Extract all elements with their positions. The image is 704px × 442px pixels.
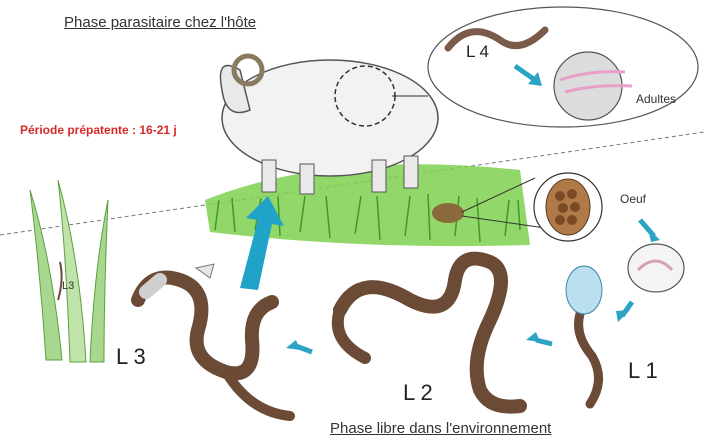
parasitic-phase-title: Phase parasitaire chez l'hôte [64, 14, 256, 31]
prepatent-period-label: Période prépatente : 16-21 j [20, 123, 177, 137]
sheep-icon [220, 56, 438, 194]
free-phase-title: Phase libre dans l'environnement [330, 420, 551, 437]
worm-icon-l1 [579, 304, 599, 404]
l1-label: L 1 [628, 358, 658, 384]
grass-icon [30, 180, 108, 362]
l3-label: L 3 [116, 344, 146, 370]
l3-grass-label: L3 [62, 280, 74, 292]
pasture-grass-icon [205, 164, 530, 246]
egg-label: Oeuf [620, 192, 646, 206]
l2-label: L 2 [403, 380, 433, 406]
arrow-icon [515, 66, 535, 80]
worm-icon-l3 [138, 278, 272, 374]
worm-icon-l4 [448, 30, 545, 48]
dung-icon [432, 203, 464, 223]
adults-label: Adultes [636, 92, 676, 106]
egg-icon [628, 244, 684, 292]
l4-label: L 4 [466, 42, 489, 62]
sheath-icon [196, 264, 214, 278]
